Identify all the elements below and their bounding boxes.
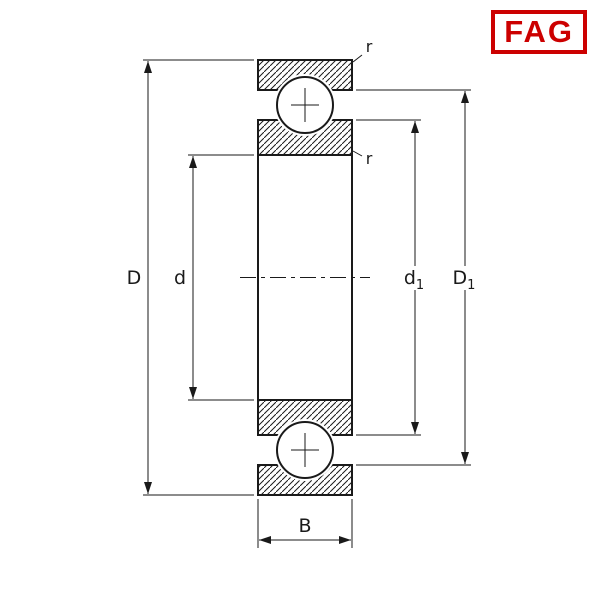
top-ball-center-mark <box>291 88 319 122</box>
label-D: D <box>127 267 142 289</box>
dimension-outer-diameter: D <box>127 59 254 496</box>
corner-radius-callouts: r r <box>352 37 373 168</box>
label-D1: D1 <box>453 267 476 293</box>
dimension-outer-shoulder-diameter: D1 <box>356 89 481 466</box>
label-d1-base: d <box>404 267 416 289</box>
dimension-width: B <box>257 499 353 548</box>
label-r-inner: r <box>366 149 373 168</box>
label-d1: d1 <box>404 267 424 293</box>
bearing-cross-section <box>240 59 370 496</box>
label-B: B <box>298 515 311 537</box>
label-background <box>401 266 429 290</box>
label-D1-subscript: 1 <box>467 278 475 293</box>
dimension-inner-shoulder-diameter: d1 <box>356 119 429 436</box>
label-d: d <box>174 267 186 289</box>
fag-logo-text: FAG <box>504 14 574 49</box>
label-D1-base: D <box>453 267 468 289</box>
leader-line-inner-r <box>352 150 363 157</box>
label-r-outer: r <box>366 37 373 56</box>
leader-line-outer-r <box>352 54 363 63</box>
bottom-ball-center-mark <box>291 433 319 467</box>
label-background <box>448 266 481 290</box>
dimension-bore-diameter: d <box>174 154 254 401</box>
label-d1-subscript: 1 <box>416 278 424 293</box>
fag-logo: FAG <box>491 10 587 54</box>
